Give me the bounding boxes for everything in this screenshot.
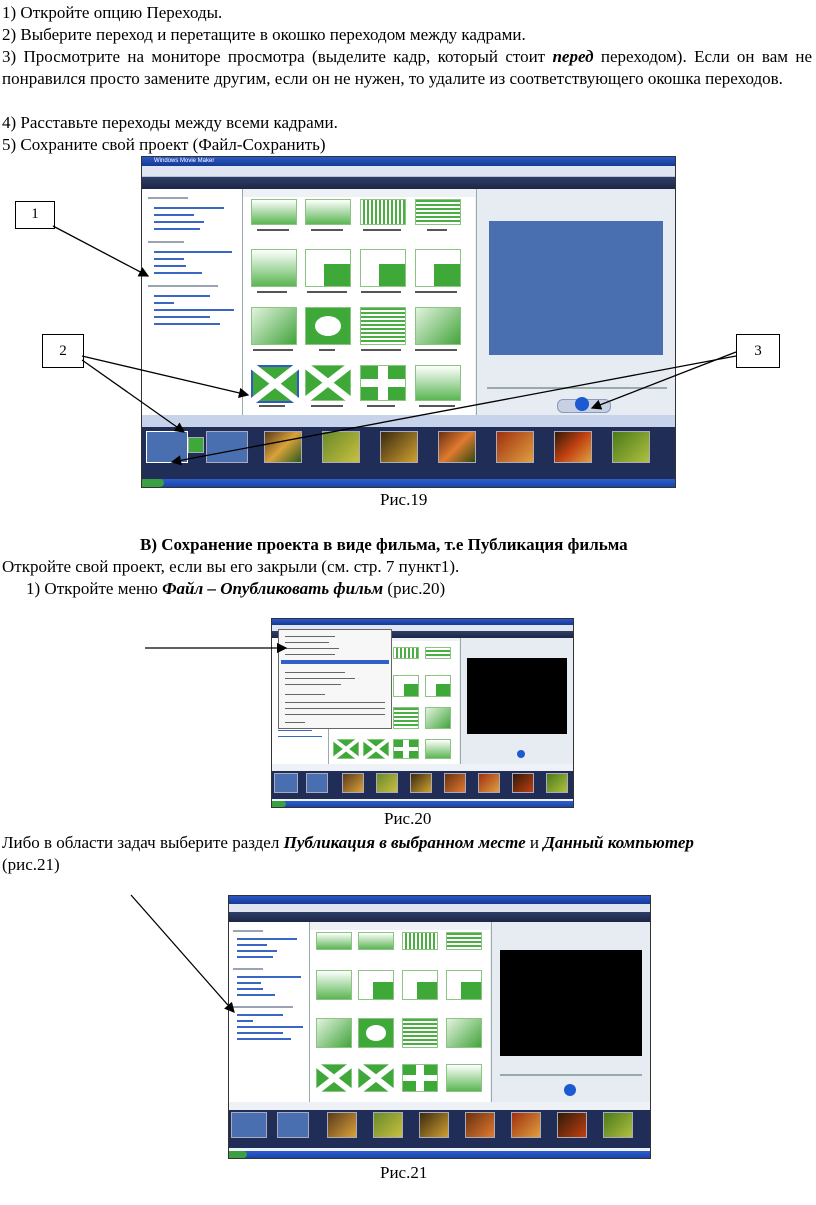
callout-1: 1 (15, 201, 55, 229)
windows-taskbar (142, 479, 675, 487)
arrow-1 (52, 225, 150, 277)
preview-screen (489, 221, 663, 355)
alt-prefix: Либо в области задач выберите раздел (2, 833, 284, 852)
arrow-2a (81, 355, 250, 398)
figure-20-screenshot (271, 618, 574, 808)
step-1: 1) Откройте опцию Переходы. (2, 3, 223, 22)
step-4: 4) Расставьте переходы между всеми кадра… (2, 113, 338, 132)
section-b-item-1: 1) Откройте меню Файл – Опубликовать фил… (26, 578, 445, 600)
alt-middle: и (525, 833, 544, 852)
file-dropdown-menu (278, 629, 392, 729)
figure-19-caption: Рис.19 (380, 490, 428, 509)
callout-3: 3 (736, 334, 780, 368)
alt-term-1: Публикация в выбранном месте (283, 833, 526, 852)
step-5: 5) Сохраните свой проект (Файл-Сохранить… (2, 135, 326, 154)
figure-21-screenshot (228, 895, 651, 1159)
alt-paragraph-line-2: (рис.21) (2, 855, 60, 874)
transitions-grid (243, 197, 475, 415)
step-3: 3) Просмотрите на мониторе просмотра (вы… (2, 46, 812, 90)
task-pane (142, 189, 243, 415)
publish-movie-menu-item (281, 660, 389, 664)
arrow-3a (590, 351, 737, 410)
alt-paragraph-line-1: Либо в области задач выберите раздел Пуб… (2, 832, 694, 854)
arrow-3b (170, 355, 737, 466)
item-1-prefix: 1) Откройте меню (26, 579, 163, 598)
preview-monitor (476, 189, 675, 415)
arrow-fig21 (130, 894, 235, 1013)
callout-2: 2 (42, 334, 84, 368)
window-title: Windows Movie Maker (154, 158, 215, 164)
arrow-2b (81, 359, 186, 433)
item-1-menu: Файл – Опубликовать фильм (162, 579, 384, 598)
figure-21-caption: Рис.21 (380, 1163, 428, 1182)
window-titlebar: Windows Movie Maker (142, 157, 675, 166)
section-b-intro: Откройте свой проект, если вы его закрыл… (2, 557, 460, 576)
menu-bar (142, 166, 675, 177)
item-1-suffix: (рис.20) (383, 579, 446, 598)
storyboard (142, 427, 675, 479)
section-b-heading: В) Сохранение проекта в виде фильма, т.е… (140, 535, 628, 554)
start-button (142, 479, 164, 487)
toolbar (142, 177, 675, 189)
alt-term-2: Данный компьютер (543, 833, 694, 852)
step-3-text-a: 3) Просмотрите на мониторе просмотра (вы… (2, 47, 553, 66)
figure-19-screenshot: Windows Movie Maker (141, 156, 676, 488)
step-3-emphasis: перед (552, 47, 594, 66)
step-3-text-b: переходом). Если он вам не понравился пр… (2, 47, 812, 88)
step-2: 2) Выберите переход и перетащите в окошк… (2, 25, 526, 44)
figure-20-caption: Рис.20 (384, 809, 432, 828)
